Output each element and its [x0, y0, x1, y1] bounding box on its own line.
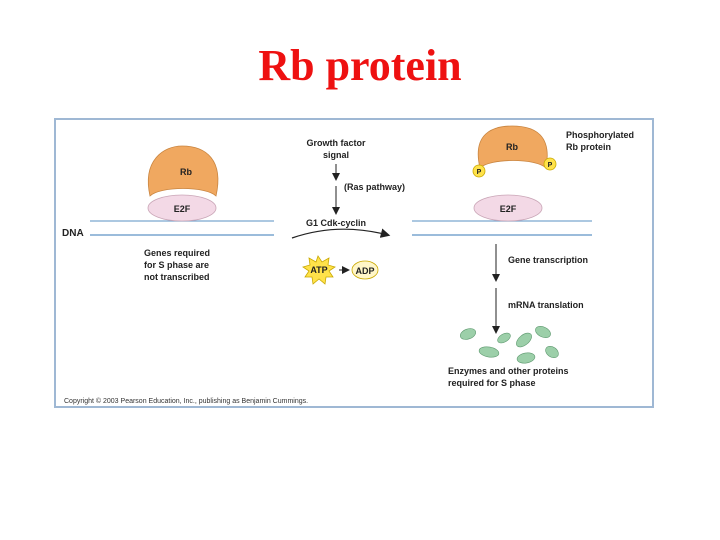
rb-protein-left: Rb — [147, 145, 219, 197]
adp-badge: ADP — [351, 260, 379, 280]
pathway-diagram: DNA E2F Rb Genes required for S phase ar… — [62, 125, 634, 388]
g1-cdk-cyclin-label: G1 Cdk-cyclin — [306, 218, 366, 228]
phosphorylated-rb-caption-line2: Rb protein — [566, 142, 611, 152]
rb-label-right: Rb — [506, 142, 518, 152]
growth-factor-line2: signal — [323, 150, 349, 160]
growth-factor-line1: Growth factor — [306, 138, 365, 148]
e2f-protein-right: E2F — [473, 194, 543, 222]
enzymes-caption-line2: required for S phase — [448, 378, 536, 388]
rb-label-left: Rb — [180, 167, 192, 177]
rb-pathway-figure: DNA E2F Rb Genes required for S phase ar… — [54, 118, 654, 408]
s-phase-proteins — [459, 326, 559, 364]
phosphate-group-right: P — [543, 157, 557, 171]
enzymes-caption-line1: Enzymes and other proteins — [448, 366, 569, 376]
e2f-label-left: E2F — [174, 204, 191, 214]
e2f-label-right: E2F — [500, 204, 517, 214]
genes-note-line2: for S phase are — [144, 260, 209, 270]
copyright-notice: Copyright © 2003 Pearson Education, Inc.… — [64, 398, 309, 405]
atp-starburst: ATP — [302, 255, 336, 285]
dna-strand-right — [412, 220, 592, 236]
adp-label: ADP — [355, 266, 374, 276]
rb-protein-right: Rb — [477, 125, 548, 169]
genes-note-line3: not transcribed — [144, 272, 210, 282]
dna-label: DNA — [62, 228, 84, 239]
genes-note-line1: Genes required — [144, 248, 210, 258]
phosphorylated-rb-caption-line1: Phosphorylated — [566, 130, 634, 140]
slide-title: Rb protein — [258, 41, 462, 90]
phosphate-label-right: P — [548, 162, 553, 169]
atp-label: ATP — [310, 265, 327, 275]
e2f-protein-left: E2F — [147, 194, 217, 222]
gene-transcription-label: Gene transcription — [508, 255, 588, 265]
ras-pathway-label: (Ras pathway) — [344, 182, 405, 192]
phosphorylation-arrow — [291, 228, 391, 239]
mrna-translation-label: mRNA translation — [508, 300, 584, 310]
phosphate-group-left: P — [472, 164, 486, 178]
dna-strand-left — [90, 220, 274, 236]
phosphate-label-left: P — [477, 169, 482, 176]
